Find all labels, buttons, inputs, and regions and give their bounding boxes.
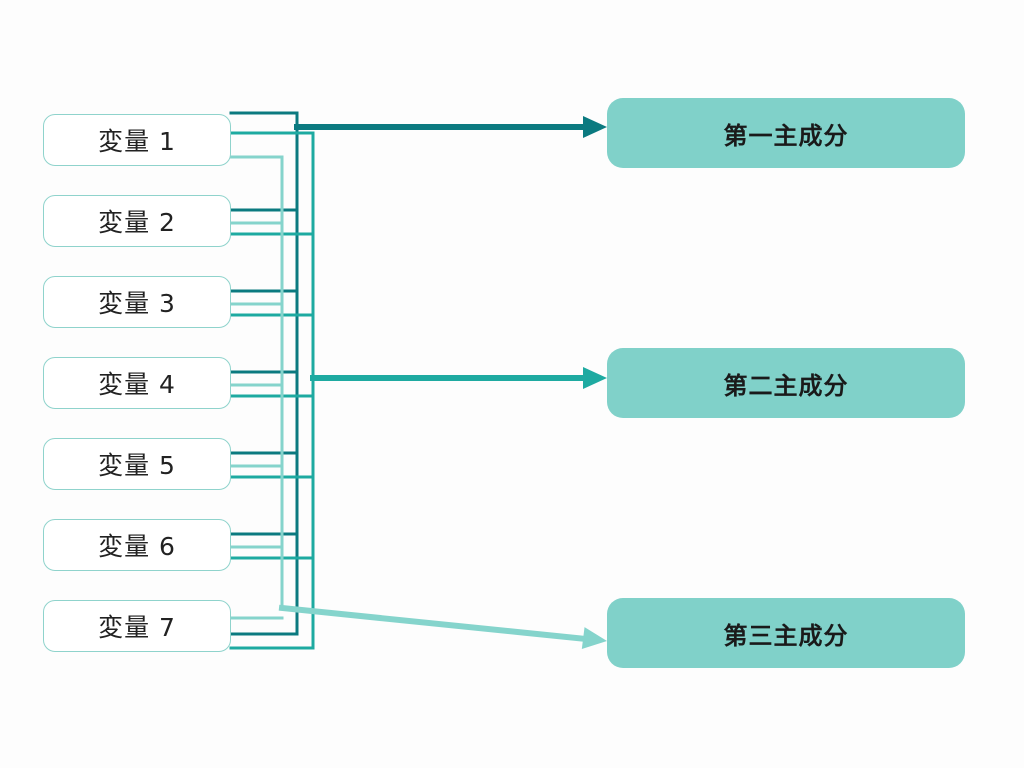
pc1-arrow-head [583,116,607,138]
pc2-arrow-head [583,367,607,389]
component-box-2: 第二主成分 [607,348,965,418]
pc3-arrow-shaft [278,604,590,643]
variable-label: 変量 3 [98,289,176,318]
component-label: 第三主成分 [723,621,849,650]
variable-box-5: 変量 5 [43,438,231,490]
variable-box-3: 変量 3 [43,276,231,328]
variable-label: 変量 7 [98,613,176,642]
variable-label: 変量 1 [98,127,176,156]
variable-box-2: 変量 2 [43,195,231,247]
variable-box-6: 変量 6 [43,519,231,571]
component-box-1: 第一主成分 [607,98,965,168]
variable-label: 変量 6 [98,532,176,561]
variable-box-4: 変量 4 [43,357,231,409]
component-label: 第一主成分 [723,121,849,150]
component-box-3: 第三主成分 [607,598,965,668]
variable-box-7: 変量 7 [43,600,231,652]
variable-label: 変量 5 [98,451,176,480]
component-label: 第二主成分 [723,371,849,400]
variable-box-1: 変量 1 [43,114,231,166]
variable-label: 変量 2 [98,208,176,237]
pc3-arrow-head [581,627,607,649]
variable-label: 変量 4 [98,370,176,399]
